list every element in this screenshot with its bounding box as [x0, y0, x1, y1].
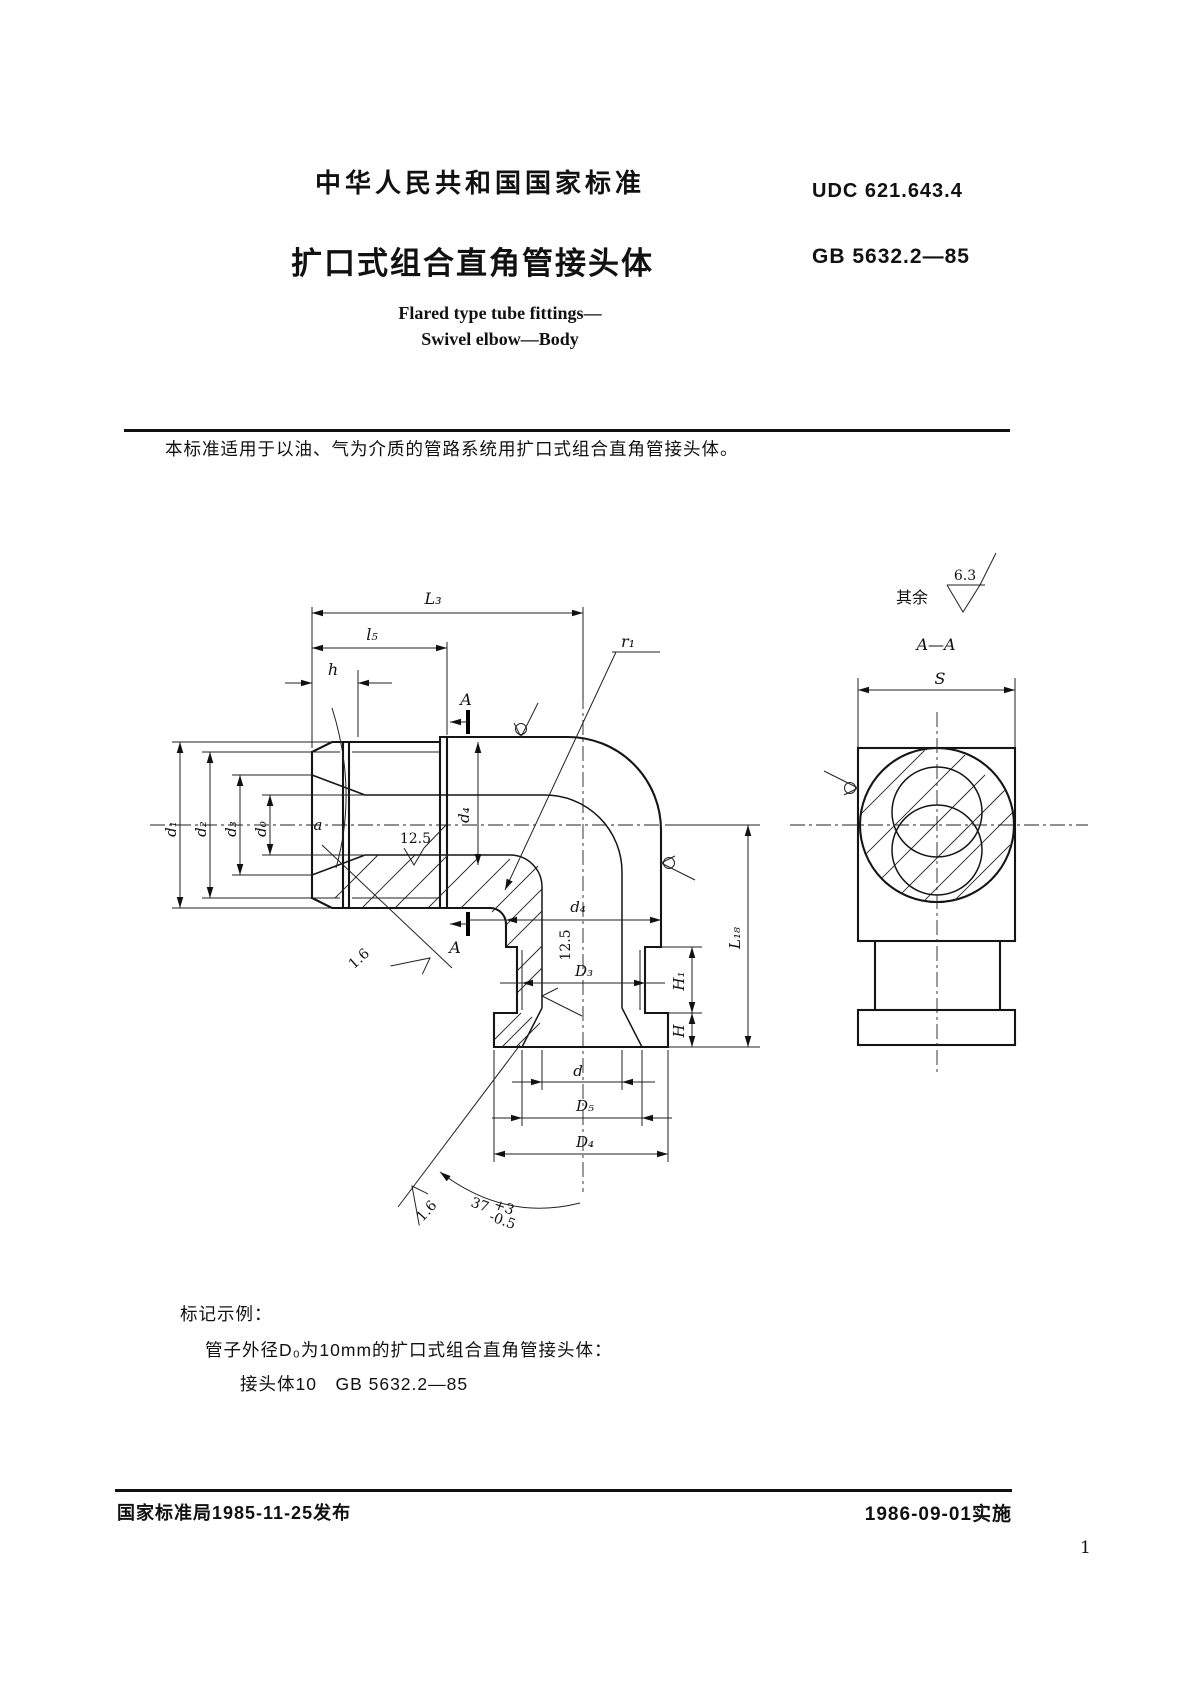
- dim-label-r1: r₁: [621, 632, 635, 651]
- cone-angle-tol-minus: -0.5: [487, 1209, 518, 1233]
- roughness-arm-cone-value: 1.6: [346, 946, 373, 973]
- cone-angle-tol-plus: +3: [491, 1197, 516, 1219]
- national-standard-heading: 中华人民共和国国家标准: [314, 168, 645, 198]
- section-mark-top: A: [450, 690, 472, 734]
- surface-symbol-section-left-icon: [823, 770, 860, 796]
- bottom-cone-callout: 1.6 37 +3 -0.5: [397, 1044, 581, 1233]
- roughness-leg-bore-value: 12.5: [558, 929, 574, 960]
- dim-S: S: [857, 669, 1016, 756]
- dim-label-d1: d₁: [162, 821, 180, 837]
- footer-implementation-date: 1986-09-01实施: [864, 1504, 1012, 1525]
- roughness-arm-bore: 12.5: [400, 823, 448, 866]
- footer-divider: [115, 1489, 1012, 1492]
- dim-label-d4-leg: d₄: [570, 898, 586, 916]
- dim-label-S: S: [935, 669, 946, 688]
- example-heading: 标记示例：: [180, 1304, 273, 1324]
- roughness-bottom-cone-value: 1.6: [414, 1198, 441, 1225]
- dim-label-d3: d₃: [222, 821, 240, 837]
- page-title: 扩口式组合直角管接头体: [291, 246, 654, 281]
- dim-label-l5: l₅: [366, 625, 378, 644]
- bore-outline: [311, 751, 643, 1048]
- dim-d0: d₀: [252, 794, 365, 856]
- dim-label-alpha: a: [314, 816, 323, 834]
- dim-r1: r₁: [505, 632, 660, 890]
- roughness-note-value: 6.3: [954, 568, 976, 584]
- dim-label-L3: L₃: [423, 589, 441, 608]
- flare-angle-callout: a: [314, 707, 347, 869]
- section-body: [856, 746, 1017, 1047]
- dim-D5: D₅: [492, 1050, 672, 1126]
- dim-H1: H₁: [661, 946, 702, 1014]
- footer-issued-date: 国家标准局1985-11-25发布: [117, 1503, 352, 1523]
- technical-drawing: L₃ l₅ h d₁ d₂: [150, 552, 1088, 1233]
- dim-label-D3: D₃: [574, 962, 593, 980]
- example-line2: 接头体10 GB 5632.2—85: [240, 1374, 469, 1394]
- standard-code: GB 5632.2—85: [812, 245, 970, 268]
- dim-label-H1: H₁: [670, 971, 688, 991]
- page-number: 1: [1080, 1538, 1091, 1558]
- dim-label-d0: d₀: [252, 821, 270, 837]
- surface-symbol-arm-top-icon: [513, 702, 539, 739]
- section-mark-top-label: A: [458, 690, 472, 709]
- dim-d: d: [512, 1050, 655, 1090]
- dim-D3: D₃: [500, 962, 665, 987]
- udc-number: UDC 621.643.4: [812, 180, 963, 202]
- section-mark-bottom-label: A: [447, 938, 461, 957]
- dim-d4-arm: d₄: [455, 742, 482, 865]
- english-subtitle: Flared type tube fittings— Swivel elbow—…: [300, 300, 700, 352]
- english-subtitle-line2: Swivel elbow—Body: [421, 329, 579, 349]
- dim-L3: L₃: [311, 589, 584, 748]
- cone-angle-value: 37: [469, 1195, 491, 1216]
- dim-label-D4: D₄: [575, 1133, 594, 1151]
- dim-label-H: H: [670, 1024, 688, 1039]
- ring-hatching: [861, 749, 1013, 901]
- section-mark-bottom: A: [447, 912, 470, 957]
- section-view-a-a: 其余 6.3 A—A S: [790, 552, 1088, 1072]
- roughness-arm-bore-value: 12.5: [400, 831, 431, 847]
- example-line1: 管子外径D₀为10mm的扩口式组合直角管接头体：: [205, 1340, 613, 1360]
- dim-label-d2: d₂: [192, 821, 210, 837]
- header-divider: [124, 429, 1010, 432]
- dim-label-L18: L₁₈: [726, 927, 744, 950]
- dim-H: H: [668, 1013, 760, 1048]
- cone-angle-label: 37 +3 -0.5: [469, 1195, 518, 1233]
- dim-label-d: d: [573, 1062, 583, 1080]
- part-outline: [310, 735, 670, 1049]
- dim-d2: d₂: [192, 751, 340, 899]
- main-view-elbow-section: L₃ l₅ h d₁ d₂: [150, 589, 760, 1233]
- surface-symbol-leg-right-icon: [659, 855, 696, 881]
- dim-label-h: h: [328, 660, 338, 679]
- dim-h: h: [285, 660, 392, 737]
- dim-D4: D₄: [493, 1050, 669, 1162]
- roughness-note-prefix: 其余: [896, 588, 928, 607]
- dim-label-D5: D₅: [575, 1097, 594, 1115]
- section-view-title: A—A: [914, 635, 955, 654]
- dim-d1: d₁: [162, 741, 330, 909]
- dim-label-d4-arm: d₄: [455, 807, 473, 823]
- dim-l5: l₅: [312, 625, 448, 735]
- dim-d4-leg: d₄: [470, 898, 661, 924]
- general-roughness-note: 其余 6.3: [896, 552, 997, 613]
- english-subtitle-line1: Flared type tube fittings—: [398, 303, 602, 323]
- section-hatching: [334, 854, 543, 1048]
- roughness-leg-bore: 12.5: [540, 929, 583, 1017]
- dim-L18: L₁₈: [665, 824, 760, 1047]
- roughness-arm-cone: 1.6: [321, 844, 453, 975]
- dim-d3: d₃: [222, 774, 312, 876]
- scope-statement: 本标准适用于以油、气为介质的管路系统用扩口式组合直角管接头体。: [165, 439, 739, 459]
